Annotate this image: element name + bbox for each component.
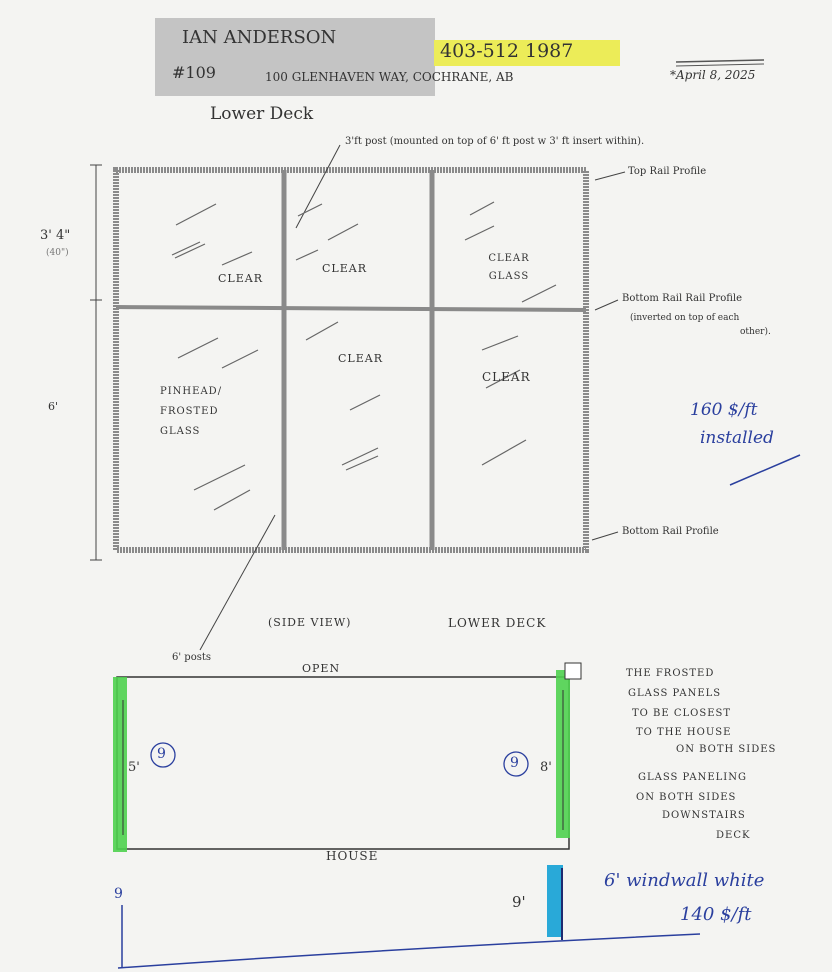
note-line-8: DOWNSTAIRS: [662, 810, 746, 821]
client-name: IAN ANDERSON: [182, 27, 337, 48]
client-address: 100 GLENHAVEN WAY, COCHRANE, AB: [265, 70, 514, 84]
sketch-date: *April 8, 2025: [670, 68, 756, 82]
note-line-6: GLASS PANELING: [638, 772, 747, 783]
open-side-label: OPEN: [302, 662, 341, 675]
unit-number: #109: [172, 63, 216, 82]
glass-price: 160 $/ft: [690, 400, 758, 420]
left-side-dimension: 5': [128, 760, 140, 775]
note-line-7: ON BOTH SIDES: [636, 792, 737, 803]
mid-rail-note-2: other).: [740, 327, 771, 337]
post-note: 3'ft post (mounted on top of 6' ft post …: [345, 136, 645, 147]
note-line-9: DECK: [716, 830, 751, 841]
lower-deck-label: LOWER DECK: [448, 616, 547, 630]
right-panel-count: 9: [510, 755, 519, 771]
panel-label-1: CLEAR: [218, 272, 263, 285]
client-phone: 403-512 1987: [440, 40, 574, 62]
note-line-2: GLASS PANELS: [628, 688, 722, 699]
windwall-label: 6' windwall white: [604, 870, 765, 891]
side-view-label: (SIDE VIEW): [268, 616, 352, 629]
right-side-dimension: 8': [540, 760, 552, 775]
right-height-mark: 9': [512, 893, 526, 911]
windwall-price: 140 $/ft: [680, 904, 752, 925]
height-top-sub: (40"): [46, 248, 69, 258]
panel-label-2: CLEAR: [322, 262, 367, 275]
header-name-box: [155, 18, 435, 96]
panel-label-5: CLEAR: [338, 352, 383, 365]
posts-label: 6' posts: [172, 652, 211, 663]
panel-label-3: CLEAR GLASS: [488, 253, 530, 282]
left-panel-count: 9: [157, 746, 166, 762]
mid-rail-note-1: (inverted on top of each: [630, 313, 740, 323]
panel-label-4: PINHEAD/ FROSTED GLASS: [160, 386, 223, 437]
note-line-3: TO BE CLOSEST: [632, 708, 732, 719]
drawing-title: Lower Deck: [210, 104, 314, 124]
house-side-label: HOUSE: [326, 849, 379, 863]
bottom-rail-label: Bottom Rail Profile: [622, 526, 719, 537]
mid-rail-label: Bottom Rail Rail Profile: [622, 293, 742, 304]
note-line-4: TO THE HOUSE: [636, 727, 732, 738]
height-top: 3' 4": [40, 228, 71, 243]
note-line-1: THE FROSTED: [626, 668, 715, 679]
height-total: 6': [48, 400, 59, 413]
left-height-mark: 9: [114, 886, 123, 902]
top-rail-label: Top Rail Profile: [628, 166, 707, 177]
panel-label-6: CLEAR: [482, 370, 531, 384]
glass-price-installed: installed: [700, 428, 774, 448]
phone-highlight: [434, 40, 620, 66]
note-line-5: ON BOTH SIDES: [676, 744, 777, 755]
